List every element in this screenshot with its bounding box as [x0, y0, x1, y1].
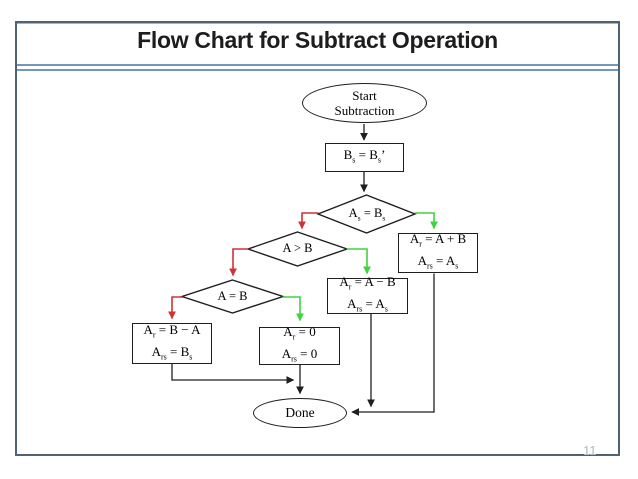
- connector-add-to-done: [351, 273, 435, 416]
- decision-a-greater-b-shape: [245, 231, 350, 267]
- connector-subba-to-done-merge: [171, 364, 295, 384]
- decision-signs-equal-shape: [316, 194, 417, 234]
- connector-decision2-true: [346, 248, 371, 275]
- decision-a-greater-b-label: A > B: [282, 241, 313, 255]
- start-terminator: Start Subtraction: [302, 83, 427, 123]
- decision-a-equal-b-label: A = B: [217, 289, 248, 303]
- process-subtract-a-minus-b: Ar = A − B Ars = As: [327, 274, 408, 314]
- process-complement-sign: Bs = Bs’: [325, 143, 404, 172]
- frame-inner-highlight: [17, 23, 618, 24]
- process-subba-line2: Ars = Bs: [151, 343, 193, 362]
- connector-decision3-true: [282, 296, 304, 322]
- done-label: Done: [285, 405, 315, 420]
- connector-decision1-true: [414, 212, 438, 230]
- process-add: Ar = A + B Ars = As: [398, 231, 478, 273]
- connector-decision1-false: [298, 212, 319, 230]
- start-label-line1: Start: [352, 88, 377, 103]
- done-terminator: Done: [253, 398, 347, 428]
- process-subab-line2: Ars = As: [347, 296, 388, 314]
- start-label-line2: Subtraction: [334, 103, 395, 118]
- process-zero-line1: Ar = 0: [283, 324, 316, 342]
- page-number: 11: [583, 443, 597, 458]
- title-separator: [17, 64, 618, 71]
- process-add-line2: Ars = As: [417, 253, 459, 271]
- process-add-line1: Ar = A + B: [409, 231, 467, 249]
- decision-a-equal-b-shape: [179, 279, 286, 314]
- connector-decision2-false: [229, 248, 249, 277]
- connector-decision3-false: [168, 296, 183, 320]
- process-zero-line2: Ars = 0: [281, 346, 318, 364]
- process-zero-result: Ar = 0 Ars = 0: [259, 324, 340, 365]
- process-subba-line1: Ar = B − A: [143, 321, 201, 340]
- process-complement-sign-label: Bs = Bs’: [343, 146, 386, 165]
- process-subab-line1: Ar = A − B: [339, 274, 396, 292]
- slide-title: Flow Chart for Subtract Operation: [137, 27, 498, 53]
- process-subtract-b-minus-a: Ar = B − A Ars = Bs: [132, 321, 212, 364]
- decision-signs-equal-label: As = Bs: [348, 206, 386, 223]
